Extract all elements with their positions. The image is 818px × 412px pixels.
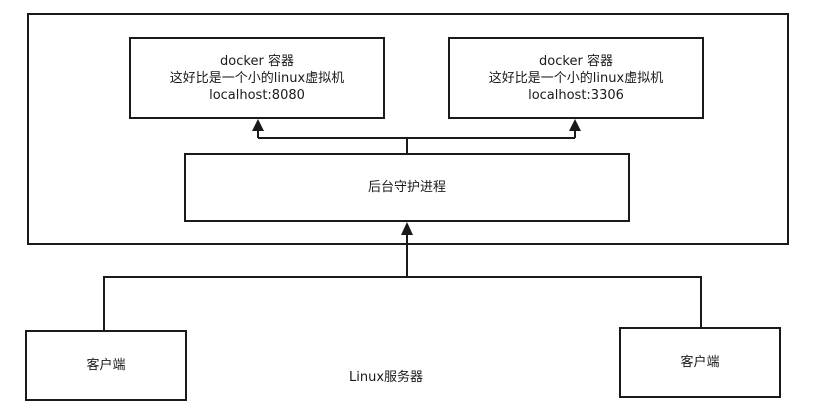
arrow-head-container-1: [252, 119, 264, 131]
container-1-address: localhost:8080: [209, 87, 305, 103]
client-box-left: 客户端: [25, 330, 187, 401]
client-right-label: 客户端: [680, 355, 720, 370]
container-1-title: docker 容器: [220, 53, 294, 69]
container-1-desc: 这好比是一个小的linux虚拟机: [169, 70, 345, 86]
arrow-head-container-2: [569, 119, 581, 131]
arrow-head-daemon: [401, 222, 413, 235]
container-2-desc: 这好比是一个小的linux虚拟机: [488, 70, 664, 86]
server-label: Linux服务器: [349, 370, 424, 385]
docker-container-2: docker 容器 这好比是一个小的linux虚拟机 localhost:330…: [448, 37, 704, 119]
container-2-title: docker 容器: [539, 53, 613, 69]
clients-to-daemon-connector: [103, 234, 702, 330]
docker-container-1: docker 容器 这好比是一个小的linux虚拟机 localhost:808…: [129, 37, 385, 119]
container-2-address: localhost:3306: [528, 87, 624, 103]
client-left-label: 客户端: [86, 358, 126, 373]
client-box-right: 客户端: [619, 327, 781, 398]
daemon-label: 后台守护进程: [367, 180, 446, 195]
daemon-box: 后台守护进程: [184, 153, 630, 222]
daemon-to-containers-connector: [257, 130, 576, 153]
